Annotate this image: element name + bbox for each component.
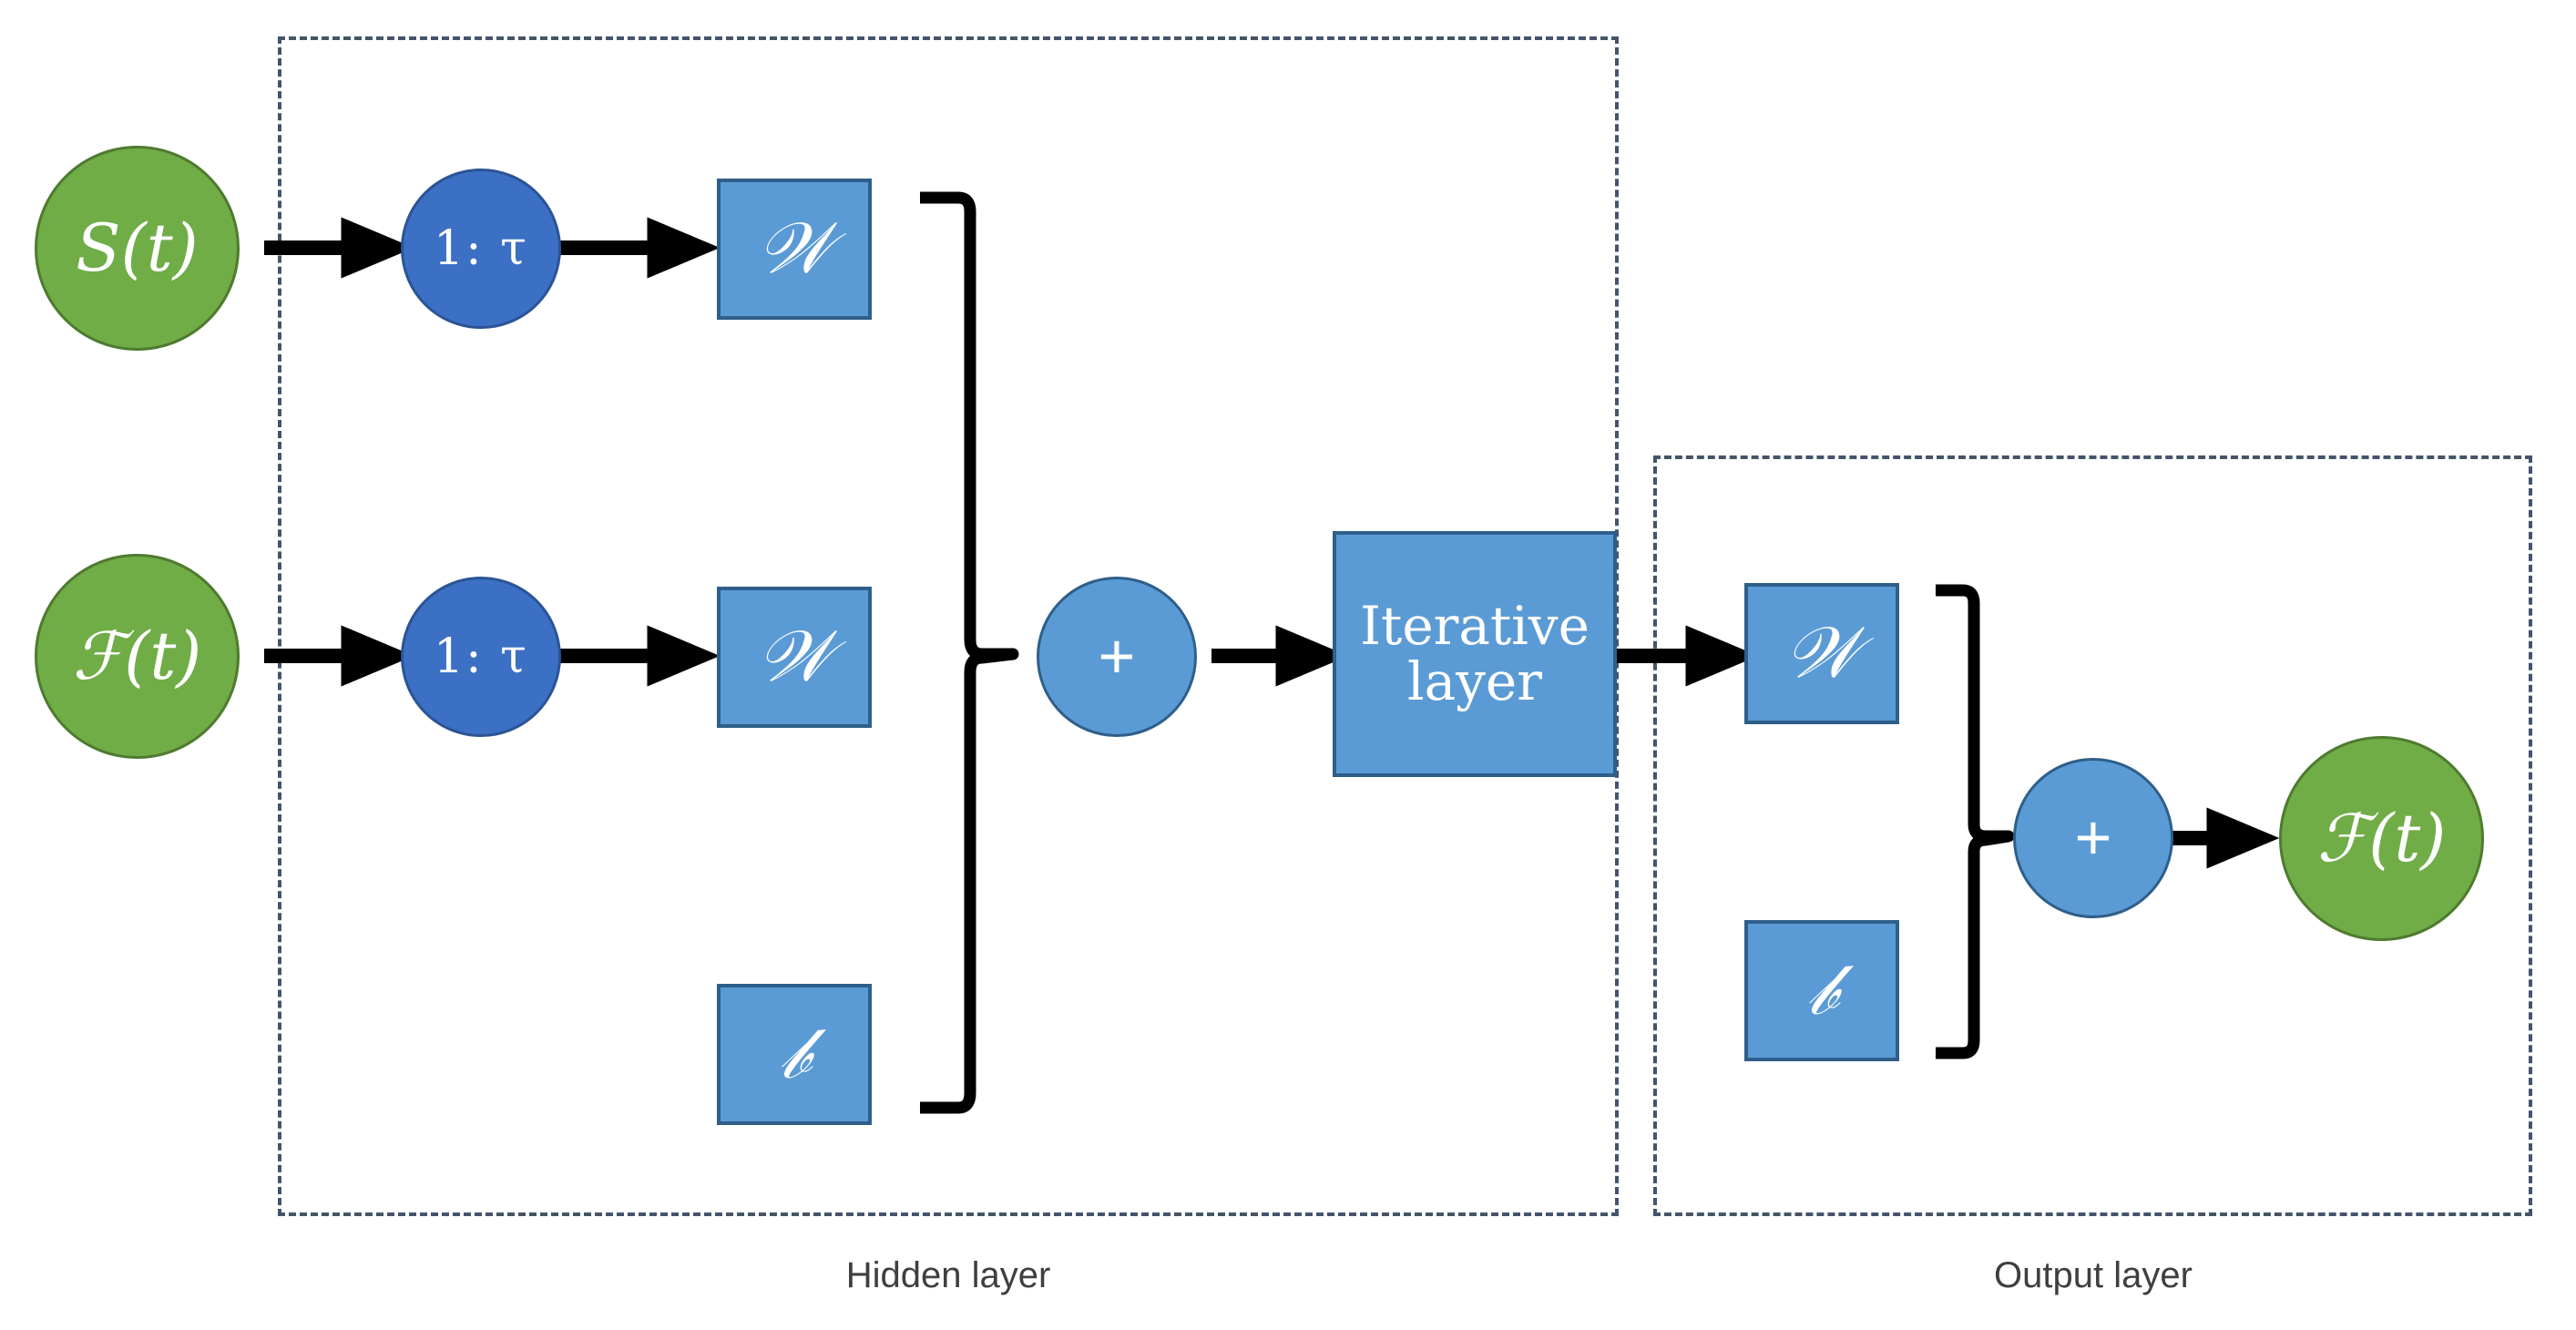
- hidden-bias-box[interactable]: 𝒷: [717, 984, 872, 1125]
- iterative-layer-line1: Iterative: [1360, 595, 1590, 658]
- input-node-s-label: S(t): [76, 209, 199, 286]
- hidden-sum-node-label: +: [1098, 620, 1136, 692]
- output-layer-brace: [1936, 584, 2015, 1059]
- hidden-bias-box-label: 𝒷: [779, 1012, 810, 1095]
- hidden-layer-frame: [278, 36, 1619, 1216]
- input-node-s[interactable]: S(t): [35, 146, 240, 351]
- hidden-layer-caption: Hidden layer: [766, 1255, 1130, 1296]
- output-sum-node-label: +: [2074, 802, 2112, 874]
- hidden-weight-box-top[interactable]: 𝒲: [717, 179, 872, 320]
- output-node-f-label: ℱ(t): [2316, 799, 2447, 876]
- iterative-layer-line2: layer: [1407, 650, 1542, 712]
- output-layer-caption-text: Output layer: [1994, 1255, 2193, 1295]
- iterative-layer-box[interactable]: Iterative layer: [1333, 531, 1617, 777]
- delay-node-bottom[interactable]: 1: τ: [401, 577, 561, 737]
- delay-node-top[interactable]: 1: τ: [401, 169, 561, 329]
- hidden-weight-box-top-label: 𝒲: [757, 207, 832, 290]
- delay-node-bottom-label: 1: τ: [434, 629, 528, 684]
- input-node-f[interactable]: ℱ(t): [35, 554, 240, 759]
- output-bias-box-label: 𝒷: [1806, 948, 1837, 1031]
- output-sum-node[interactable]: +: [2013, 758, 2173, 918]
- output-layer-frame: [1653, 455, 2532, 1216]
- output-layer-caption: Output layer: [1911, 1255, 2275, 1296]
- hidden-weight-box-bottom-label: 𝒲: [757, 615, 832, 698]
- output-bias-box[interactable]: 𝒷: [1744, 920, 1899, 1061]
- hidden-layer-caption-text: Hidden layer: [845, 1255, 1051, 1295]
- output-weight-box[interactable]: 𝒲: [1744, 583, 1899, 724]
- hidden-weight-box-bottom[interactable]: 𝒲: [717, 587, 872, 728]
- delay-node-top-label: 1: τ: [434, 220, 528, 276]
- input-node-f-label: ℱ(t): [72, 617, 202, 694]
- output-node-f[interactable]: ℱ(t): [2279, 736, 2484, 941]
- output-weight-box-label: 𝒲: [1784, 611, 1859, 694]
- hidden-sum-node[interactable]: +: [1037, 577, 1197, 737]
- hidden-layer-brace: [920, 191, 1019, 1114]
